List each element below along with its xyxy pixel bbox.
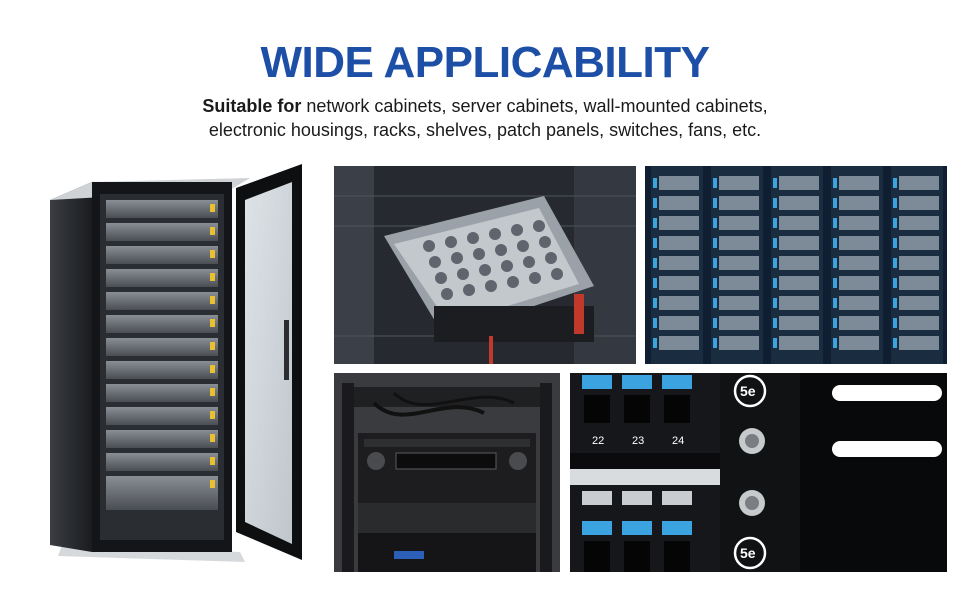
category-label-top: 5e bbox=[740, 383, 756, 399]
category-label-bottom: 5e bbox=[740, 545, 756, 561]
server-racks-image bbox=[645, 166, 947, 364]
page-title: WIDE APPLICABILITY bbox=[260, 38, 710, 87]
server-cabinet-image bbox=[40, 160, 320, 570]
subtitle-lead: Suitable for bbox=[202, 96, 302, 116]
drive-caddy-image bbox=[334, 166, 636, 364]
patch-panel-image: 22 23 24 5e 5e bbox=[570, 373, 947, 572]
port-number-22: 22 bbox=[592, 435, 604, 447]
subtitle-line-1-rest: network cabinets, server cabinets, wall-… bbox=[301, 96, 768, 116]
port-number-23: 23 bbox=[632, 435, 644, 447]
subtitle-line-2: electronic housings, racks, shelves, pat… bbox=[208, 120, 762, 140]
port-number-24: 24 bbox=[672, 435, 684, 447]
av-rack-image bbox=[334, 373, 560, 572]
subtitle-line-1: Suitable for network cabinets, server ca… bbox=[0, 96, 970, 117]
